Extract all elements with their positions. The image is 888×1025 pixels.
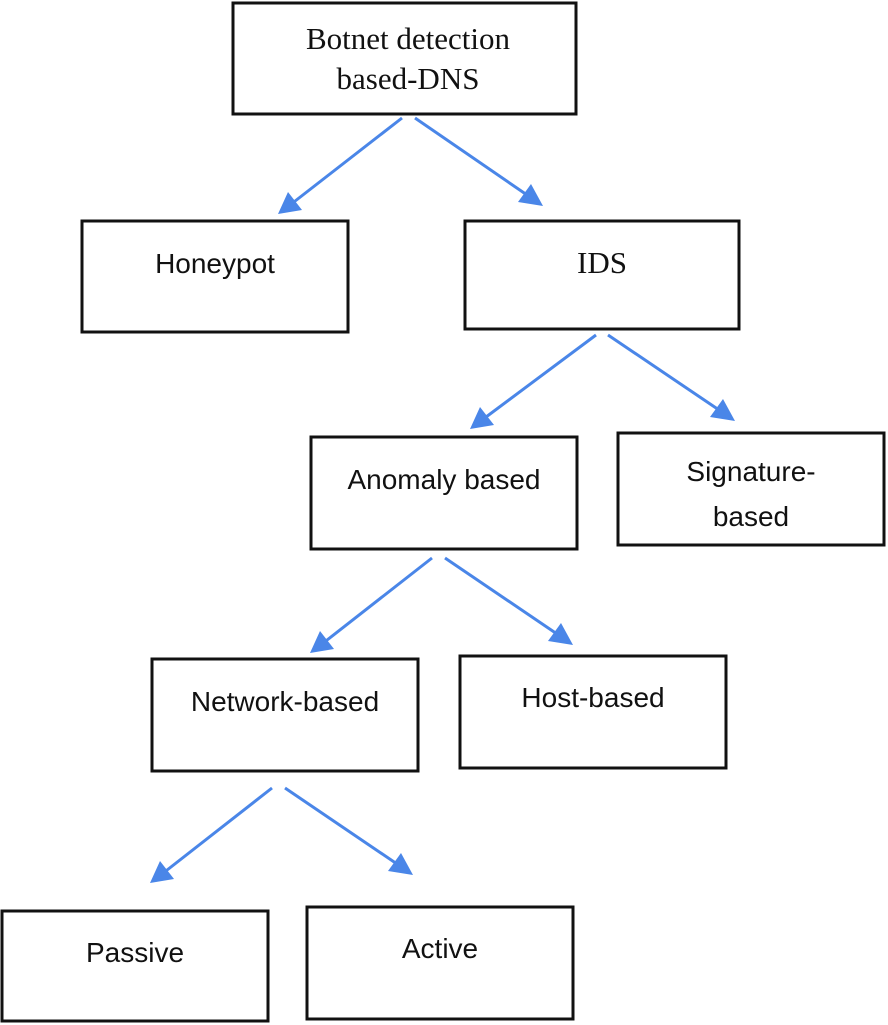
edge-network-to-passive: [150, 786, 273, 883]
node-active: Active: [305, 905, 575, 1021]
node-ids: IDS: [463, 219, 741, 331]
node-host-based: Host-based: [458, 654, 728, 770]
node-signature-based: Signature- based: [616, 431, 886, 547]
edge-ids-to-signature: [607, 333, 735, 421]
edge-anomaly-to-host: [444, 556, 573, 645]
edge-anomaly-to-network: [310, 556, 433, 653]
edge-root-to-honeypot: [278, 116, 403, 214]
node-signature-line2: based: [713, 501, 789, 532]
node-network-label: Network-based: [191, 686, 379, 717]
node-anomaly-based: Anomaly based: [309, 435, 579, 551]
node-root-line1: Botnet detection: [306, 21, 511, 56]
node-root-line2: based-DNS: [337, 61, 480, 96]
node-root: Botnet detection based-DNS: [231, 1, 578, 116]
node-network-based: Network-based: [150, 657, 420, 773]
edge-root-to-ids: [414, 116, 543, 206]
node-host-label: Host-based: [521, 682, 664, 713]
node-signature-line1: Signature-: [686, 456, 815, 487]
node-anomaly-label: Anomaly based: [347, 464, 540, 495]
edge-ids-to-anomaly: [470, 333, 597, 429]
node-honeypot: Honeypot: [80, 219, 350, 334]
node-passive: Passive: [0, 909, 270, 1023]
node-ids-label: IDS: [577, 245, 627, 280]
edge-network-to-active: [284, 786, 413, 875]
node-passive-label: Passive: [86, 937, 184, 968]
node-active-label: Active: [402, 933, 478, 964]
node-honeypot-label: Honeypot: [155, 248, 275, 279]
